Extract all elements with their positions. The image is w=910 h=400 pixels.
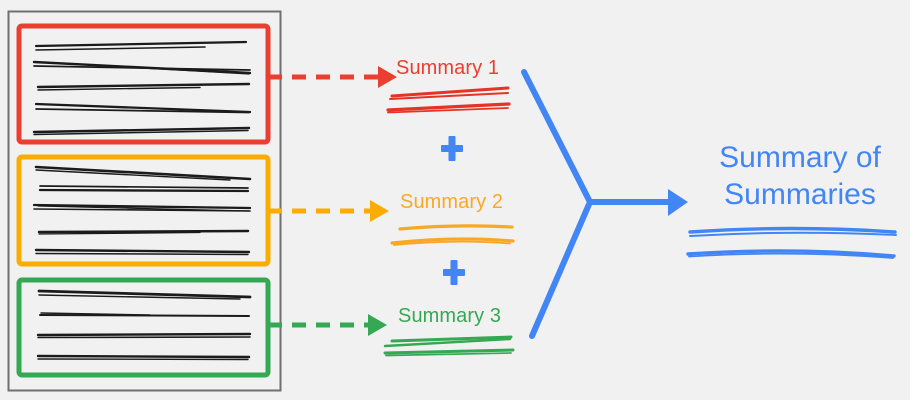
final-output-label: Summary of Summaries [700, 140, 900, 213]
source-documents-frame [7, 10, 282, 392]
arrow-green-dashed [268, 314, 387, 336]
arrow-orange-dashed [268, 200, 389, 222]
doc-group-orange-text-lines [32, 165, 252, 256]
summary-2-label: Summary 2 [400, 191, 504, 213]
merge-arrowhead [668, 189, 688, 216]
summary-1-scribble [386, 86, 511, 114]
doc-group-green-text-lines [36, 289, 252, 361]
plus-operator-1 [441, 136, 463, 161]
final-output-scribble [686, 226, 897, 259]
summary-3-label: Summary 3 [398, 305, 502, 327]
summary-1-label: Summary 1 [396, 57, 500, 79]
summary-3-scribble [383, 335, 515, 357]
merge-connector [521, 69, 688, 339]
plus-operator-2 [443, 260, 465, 285]
summary-2-scribble [390, 224, 515, 246]
doc-group-red-text-lines [32, 40, 252, 136]
final-output-label-line-2: Summaries [724, 177, 876, 211]
doc-group-orange [16, 154, 271, 267]
arrow-red-dashed [268, 66, 397, 88]
doc-group-red-border [16, 23, 271, 145]
doc-group-red [16, 23, 271, 145]
final-output-label-line-1: Summary of [719, 141, 881, 174]
